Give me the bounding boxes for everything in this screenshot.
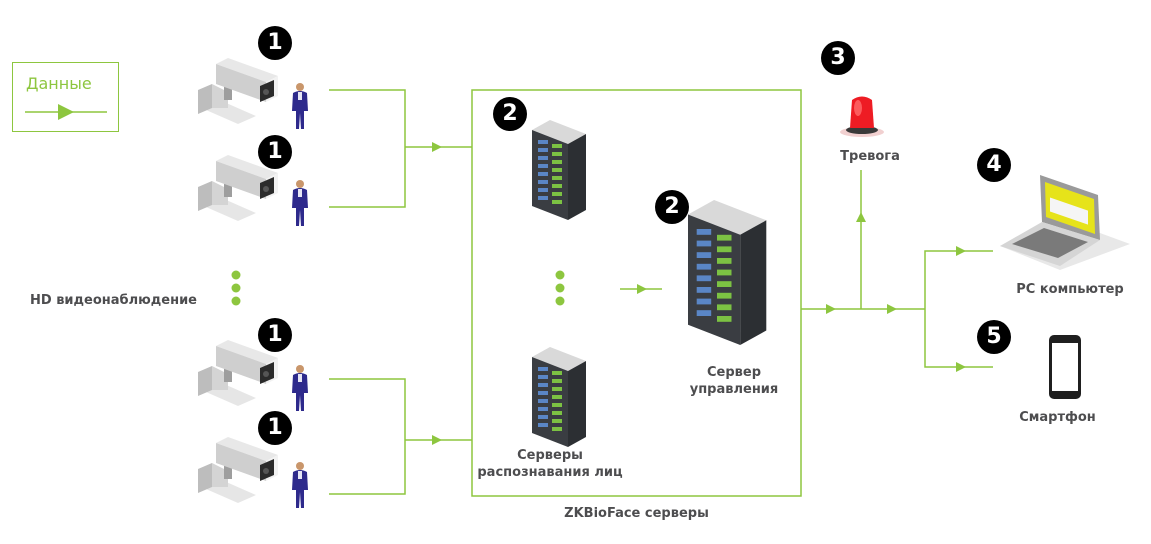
alarm-label: Тревога (840, 149, 900, 164)
recognition-servers-label: Серверы распознавания лиц (477, 448, 623, 480)
camera-3 (198, 340, 308, 411)
server-ellipsis (555, 270, 565, 306)
smartphone-icon (1049, 335, 1081, 399)
camera-ellipsis (231, 270, 241, 306)
server-group-label: ZKBioFace серверы (564, 506, 709, 521)
pc-label: PC компьютер (1016, 282, 1124, 297)
legend-box: Данные (12, 62, 119, 132)
legend-arrow (25, 104, 107, 120)
badge-camera-4: 1 (258, 411, 292, 445)
badge-pc: 4 (977, 148, 1011, 182)
hd-video-label: HD видеонаблюдение (30, 293, 197, 308)
badge-management-server: 2 (655, 190, 689, 224)
camera-4 (198, 437, 308, 508)
badge-camera-3: 1 (258, 318, 292, 352)
legend-label: Данные (26, 74, 92, 93)
badge-alarm: 3 (821, 41, 855, 75)
management-server (688, 200, 767, 345)
management-server-label: Сервер управления (689, 365, 779, 397)
alarm-beacon-icon (840, 96, 884, 137)
badge-recognition-server: 2 (493, 97, 527, 131)
recognition-server-bottom (532, 347, 586, 447)
camera-1 (198, 58, 308, 129)
smartphone-label: Смартфон (1019, 410, 1096, 425)
badge-camera-1: 1 (258, 26, 292, 60)
server-group-box (471, 89, 802, 497)
output-connectors (801, 170, 993, 368)
recognition-server-top (532, 120, 586, 220)
laptop-icon (1000, 175, 1130, 270)
camera-connectors (329, 89, 472, 495)
camera-2 (198, 155, 308, 226)
badge-camera-2: 1 (258, 135, 292, 169)
badge-smartphone: 5 (977, 320, 1011, 354)
